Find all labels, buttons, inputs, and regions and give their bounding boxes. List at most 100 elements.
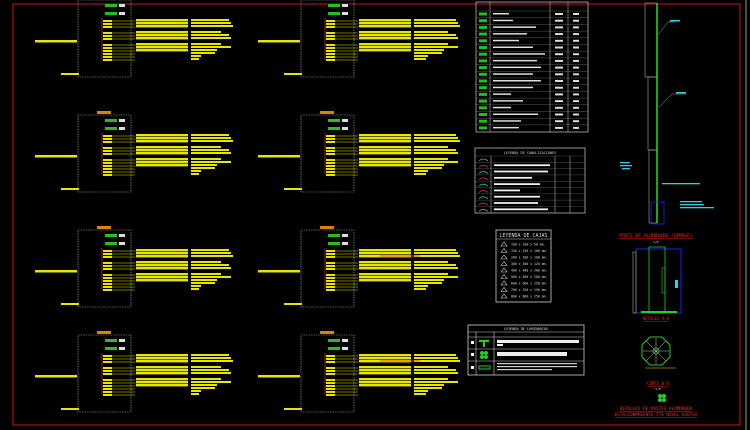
circuit-breaker <box>103 38 112 40</box>
conduit-symbol-icon <box>478 171 489 174</box>
symbol-desc-bar <box>493 26 536 28</box>
symbol-icon <box>479 66 487 70</box>
symbol-cell <box>573 19 579 22</box>
circuit-breaker <box>103 159 112 161</box>
circuit-label-bar <box>136 43 188 46</box>
circuit-desc-bar <box>191 255 233 257</box>
circuit-breaker <box>103 256 112 258</box>
ground-bar <box>61 73 79 75</box>
circuit-desc-bar <box>191 354 229 356</box>
symbol-cell <box>555 126 563 129</box>
circuit-breaker <box>103 367 112 369</box>
circuit-label-bar <box>136 49 188 52</box>
circuit-label-bar <box>136 255 188 258</box>
symbol-cell <box>555 106 563 109</box>
breaker-icon <box>105 127 117 130</box>
circuit-desc-bar <box>191 25 233 27</box>
circuit-breaker <box>103 168 112 170</box>
symbol-desc-bar <box>493 66 541 69</box>
panel-tag <box>97 226 111 229</box>
circuit-label-bar <box>359 252 411 255</box>
symbol-icon <box>479 79 487 83</box>
breaker-icon <box>119 119 125 122</box>
symbol-icon <box>479 72 487 76</box>
symbol-desc-bar <box>493 80 541 82</box>
circuit-desc-bar <box>414 249 456 251</box>
box-symbol-icon <box>500 274 508 279</box>
circuit-breaker <box>326 283 335 285</box>
breaker-icon <box>119 242 125 245</box>
symbol-icon <box>479 99 487 103</box>
symbol-cell <box>555 53 563 56</box>
conduit-symbol-icon <box>478 202 489 206</box>
circuit-label-bar <box>136 252 188 255</box>
circuit-breaker <box>326 277 335 279</box>
circuit-desc-bar <box>191 52 215 54</box>
circuit-breaker <box>103 277 112 279</box>
circuit-label-bar <box>359 372 411 375</box>
circuit-desc-bar <box>191 46 231 48</box>
circuit-breaker <box>103 47 112 49</box>
circuit-desc-bar <box>414 282 442 284</box>
box-symbol-icon <box>500 280 508 286</box>
circuit-label-bar <box>136 146 188 149</box>
circuit-breaker <box>326 361 335 363</box>
circuit-label-bar <box>136 264 188 267</box>
circuit-breaker <box>326 171 335 173</box>
symbol-icon <box>479 32 487 36</box>
ground-bar <box>61 188 79 190</box>
breaker-icon <box>119 339 125 342</box>
circuit-breaker <box>103 391 112 393</box>
panel-enclosure <box>77 334 132 413</box>
circuit-label-bar <box>136 161 188 164</box>
ground-bar <box>61 408 79 410</box>
ground-bar <box>284 303 302 305</box>
conduit-symbol-icon <box>478 196 489 200</box>
circuit-desc-bar <box>414 354 456 356</box>
circuit-breaker <box>103 141 112 143</box>
circuit-label-bar <box>359 158 411 161</box>
ground-bar <box>284 73 302 75</box>
circuit-breaker <box>326 38 335 40</box>
circuit-label-bar <box>136 273 188 276</box>
panel-diagram <box>258 331 460 413</box>
circuit-desc-bar <box>191 267 231 269</box>
symbol-icon <box>479 113 487 116</box>
circuit-desc-bar <box>414 261 448 263</box>
breaker-icon <box>342 242 348 245</box>
circuit-breaker <box>103 44 112 46</box>
symbol-icon <box>479 119 487 123</box>
symbol-desc-bar <box>493 73 533 75</box>
symbol-cell <box>555 80 563 82</box>
box-size-label: 400 x 400 x 200 mm. <box>511 269 548 273</box>
circuit-breaker <box>103 26 112 28</box>
circuit-breaker <box>103 150 112 152</box>
circuit-desc-bar <box>414 146 448 148</box>
feeder-bar <box>258 40 300 43</box>
symbol-cell <box>555 19 563 22</box>
circuit-label-bar <box>359 149 411 152</box>
box-symbol-icon <box>500 287 508 292</box>
circuit-label-bar <box>136 158 188 161</box>
pole-base-detail: DETALLE A-A <box>632 246 682 321</box>
symbol-cell <box>573 59 579 62</box>
circuit-desc-bar <box>414 46 458 48</box>
feeder-bar <box>35 270 77 273</box>
box-symbol-icon <box>500 261 508 266</box>
circuit-desc-bar <box>414 22 458 24</box>
box-symbol-icon <box>500 254 508 260</box>
circuit-breaker <box>326 147 335 149</box>
circuit-desc-bar <box>191 288 199 290</box>
symbol-cell <box>555 86 563 89</box>
conduit-symbol-icon <box>478 164 489 168</box>
circuit-label-bar <box>136 152 188 155</box>
symbol-cell <box>555 93 563 96</box>
circuit-breaker <box>326 47 335 49</box>
circuit-desc-bar <box>191 167 215 169</box>
circuit-breaker <box>326 256 335 258</box>
luminaire-t-icon <box>479 340 489 347</box>
symbol-icon <box>479 86 487 90</box>
circuit-desc-bar <box>191 43 221 45</box>
circuit-desc-bar <box>414 137 458 139</box>
